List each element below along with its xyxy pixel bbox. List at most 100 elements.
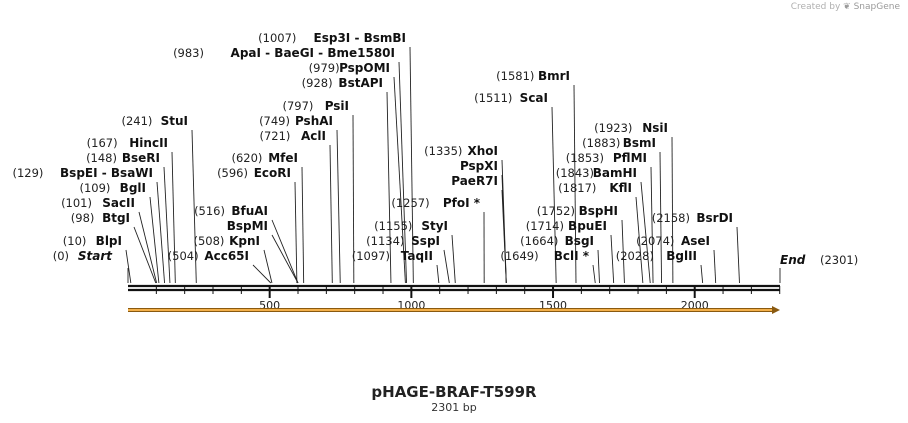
site-position: (1155) [374, 219, 412, 233]
enzyme-name: ScaI [520, 91, 548, 105]
cut-site-leader [451, 234, 456, 284]
cut-site-leader [271, 234, 299, 284]
site-position: (749) [259, 114, 290, 128]
site-position: (1843) [556, 166, 594, 180]
enzyme-name: StyI [421, 219, 448, 233]
cut-site-leader [700, 264, 704, 284]
cut-site-leader [436, 264, 440, 284]
cut-site-leader [301, 166, 305, 284]
enzyme-name: BglI [120, 181, 146, 195]
enzyme-name: AseI [681, 234, 710, 248]
site-position: (516) [194, 204, 225, 218]
enzyme-name: AclI [301, 129, 326, 143]
site-position: (1257) [391, 196, 429, 210]
enzyme-name: BspEI - BsaWI [60, 166, 153, 180]
end-label: End [780, 253, 806, 267]
site-position: (241) [121, 114, 152, 128]
site-position: (1664) [520, 234, 558, 248]
plasmid-length: 2301 bp [431, 401, 477, 414]
site-position: (1752) [537, 204, 575, 218]
enzyme-name: BsmI [623, 136, 656, 150]
enzyme-name: BglII [666, 249, 697, 263]
site-position: (504) [168, 249, 199, 263]
cut-site-leader [125, 249, 132, 284]
site-position: (2074) [636, 234, 674, 248]
cut-site-leader [294, 181, 298, 284]
enzyme-name: PaeR7I [451, 174, 498, 188]
cut-site-leader [409, 46, 414, 284]
cut-site-leader [621, 219, 625, 284]
site-position: (1134) [366, 234, 404, 248]
enzyme-name: PshAI [295, 114, 333, 128]
cut-site-leader [501, 159, 507, 284]
site-position: (10) [63, 234, 87, 248]
cut-site-leader [252, 264, 272, 284]
cut-site-leader [713, 249, 717, 284]
site-position: (596) [217, 166, 248, 180]
cut-site-leader [736, 226, 740, 284]
site-position: (1581) [496, 69, 534, 83]
enzyme-name: BlpI [96, 234, 122, 248]
enzyme-name: HincII [129, 136, 168, 150]
enzyme-name: BclI * [554, 249, 590, 263]
site-position: (983) [173, 46, 204, 60]
site-position: (1853) [566, 151, 604, 165]
site-position: (979) [309, 61, 340, 75]
enzyme-name: BspHI [579, 204, 618, 218]
cut-site-leader [398, 61, 407, 284]
site-position: (1714) [526, 219, 564, 233]
cut-site-leader [156, 181, 166, 284]
cut-site-leader [149, 196, 160, 284]
cut-site-leader [573, 84, 577, 284]
cut-site-leader [610, 234, 615, 284]
enzyme-name: MfeI [268, 151, 298, 165]
site-position: (508) [193, 234, 224, 248]
site-position: (0) [53, 249, 69, 263]
cut-site-leader [635, 196, 644, 284]
site-position: (148) [86, 151, 117, 165]
enzyme-name: PfoI * [443, 196, 481, 210]
cut-site-leader [191, 129, 197, 284]
enzyme-name: Esp3I - BsmBI [314, 31, 406, 45]
enzyme-name: SacII [102, 196, 135, 210]
site-position: (1883) [582, 136, 620, 150]
cut-site-leader [263, 249, 273, 284]
enzyme-name: BstAPI [338, 76, 383, 90]
site-position: (167) [87, 136, 118, 150]
enzyme-name: BpuEI [568, 219, 607, 233]
site-position: (1097) [352, 249, 390, 263]
site-position: (1817) [558, 181, 596, 195]
site-position: (721) [259, 129, 290, 143]
enzyme-name: BfuAI [231, 204, 268, 218]
cut-site-leader [336, 129, 341, 284]
enzyme-name: EcoRI [254, 166, 291, 180]
cut-site-leader [329, 144, 333, 284]
cut-site-leader [393, 76, 406, 284]
cut-site-leader [443, 249, 450, 284]
watermark-brand: SnapGene [853, 2, 900, 12]
snapgene-watermark: Created by ❦ SnapGene [791, 2, 900, 12]
feature-arrowhead-icon [772, 306, 780, 314]
site-position: (109) [79, 181, 110, 195]
cut-site-leader [659, 151, 663, 284]
site-position: (1649) [500, 249, 538, 263]
enzyme-name: XhoI [467, 144, 498, 158]
site-position: (98) [71, 211, 95, 225]
cut-site-leader [271, 219, 299, 284]
cut-site-leader [592, 264, 596, 284]
site-position: (928) [302, 76, 333, 90]
enzyme-name: BmrI [538, 69, 570, 83]
plasmid-name: pHAGE-BRAF-T599R [371, 383, 537, 401]
enzyme-name: TaqII [401, 249, 433, 263]
enzyme-name: BamHI [593, 166, 637, 180]
enzyme-name: BseRI [122, 151, 160, 165]
cut-site-leader [163, 166, 171, 284]
enzyme-name: KflI [609, 181, 632, 195]
start-label: Start [78, 249, 113, 263]
cut-site-leader [171, 151, 176, 284]
enzyme-name: PsiI [325, 99, 349, 113]
enzyme-name: BtgI [102, 211, 130, 225]
cut-site-leader [133, 226, 157, 284]
enzyme-name: KpnI [229, 234, 260, 248]
site-position: (101) [61, 196, 92, 210]
